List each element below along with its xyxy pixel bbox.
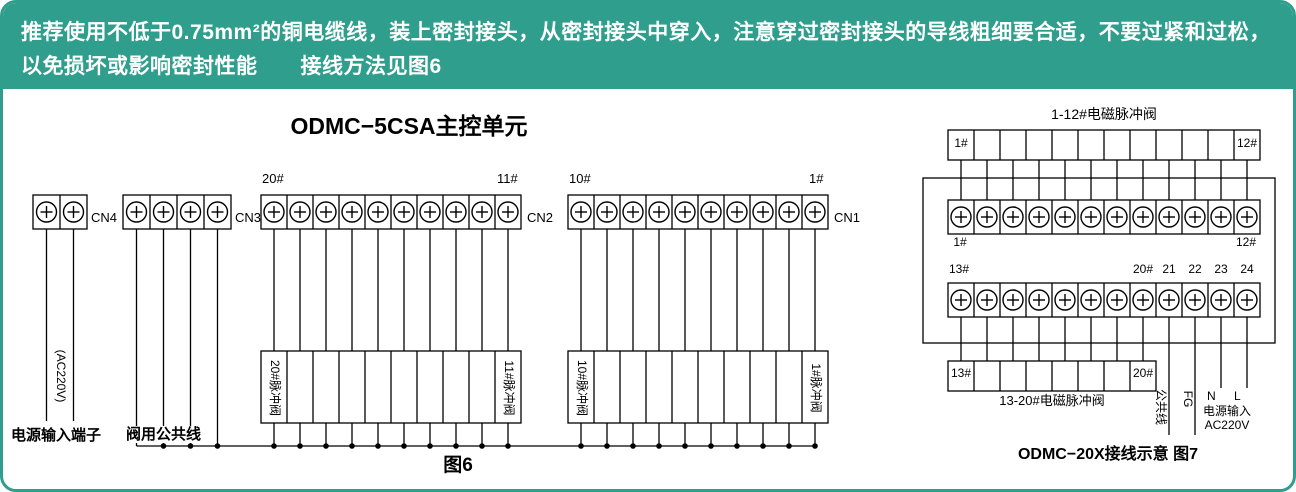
fig7-terminal-23-number: 23 bbox=[1214, 262, 1228, 276]
fig7-common-line-label: 公共线 bbox=[1153, 388, 1168, 426]
figure7-caption: ODMC−20X接线示意 图7 bbox=[1017, 446, 1199, 463]
cn2-label: CN2 bbox=[527, 210, 554, 225]
fig7-bottom-group-label: 13-20#电磁脉冲阀 bbox=[999, 393, 1105, 408]
valve-11-label: 11#脉冲阀 bbox=[501, 360, 516, 416]
cn3-terminal-block bbox=[122, 194, 232, 446]
cn2-assembly bbox=[260, 194, 522, 449]
notice-banner: 推荐使用不低于0.75mm²的铜电缆线，装上密封接头，从密封接头中穿入，注意穿过… bbox=[3, 3, 1293, 89]
fig7-terminal-22-number: 22 bbox=[1188, 262, 1202, 276]
fig7-terminal-box bbox=[922, 129, 1276, 435]
cn2-right-terminal-number: 11# bbox=[497, 171, 518, 186]
fig7-l-label: L bbox=[1234, 389, 1241, 403]
valve-common-label: 阀用公共线 bbox=[124, 426, 204, 444]
fig7-top-strip-last: 12# bbox=[1236, 136, 1258, 150]
cn1-left-terminal-number: 10# bbox=[569, 171, 591, 186]
fig7-row2-20-number: 20# bbox=[1132, 262, 1154, 276]
cn4-label: CN4 bbox=[91, 210, 118, 225]
cn2-left-terminal-number: 20# bbox=[262, 171, 284, 186]
fig7-bottom-strip-last: 20# bbox=[1132, 366, 1154, 380]
fig7-power-input-line2: AC220V bbox=[1204, 418, 1250, 432]
valve-1-label: 1#脉冲阀 bbox=[808, 363, 823, 413]
fig7-terminal-24-number: 24 bbox=[1240, 262, 1254, 276]
fig7-row2-left-number: 13# bbox=[948, 262, 970, 276]
cn1-right-terminal-number: 1# bbox=[809, 171, 824, 186]
notice-line-1: 推荐使用不低于0.75mm²的铜电缆线，装上密封接头，从密封接头中穿入，注意穿过… bbox=[21, 21, 1271, 44]
fig7-row1-right-number: 12# bbox=[1235, 235, 1257, 249]
fig7-n-label: N bbox=[1207, 389, 1216, 403]
figure6-title: ODMC−5CSA主控单元 bbox=[290, 113, 528, 139]
notice-line-2: 以免损坏或影响密封性能 接线方法见图6 bbox=[21, 55, 442, 78]
valve-20-label: 20#脉冲阀 bbox=[267, 359, 282, 417]
valve-10-label: 10#脉冲阀 bbox=[574, 359, 589, 417]
fig7-row1-left-number: 1# bbox=[953, 235, 967, 249]
figure6-caption: 图6 bbox=[443, 455, 473, 476]
cn1-label: CN1 bbox=[834, 210, 861, 225]
valve-common-bus bbox=[136, 443, 815, 449]
ac220v-label: (AC220V) bbox=[53, 349, 68, 403]
fig7-top-group-label: 1-12#电磁脉冲阀 bbox=[1051, 106, 1157, 122]
power-terminal-label: 电源输入端子 bbox=[11, 427, 102, 444]
fig7-power-input-line1: 电源输入 bbox=[1202, 404, 1251, 418]
fig7-bottom-strip-first: 13# bbox=[950, 366, 972, 380]
fig7-top-strip-first: 1# bbox=[954, 136, 968, 150]
cn1-assembly bbox=[567, 194, 829, 449]
fig7-terminal-21-number: 21 bbox=[1162, 262, 1176, 276]
cn3-label: CN3 bbox=[235, 210, 262, 225]
